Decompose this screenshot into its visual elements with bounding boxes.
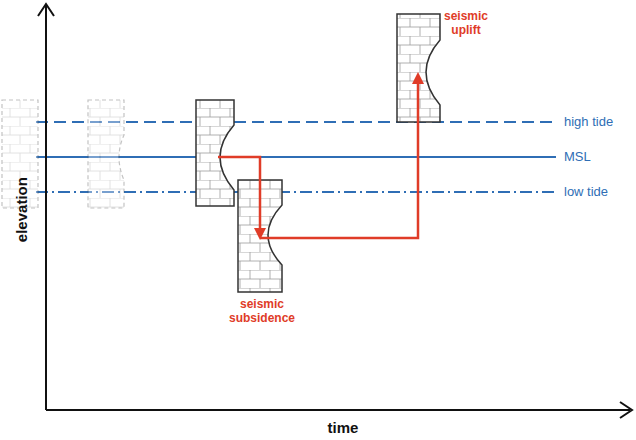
tide-label: high tide xyxy=(562,115,615,130)
uplift-arrow xyxy=(260,82,418,238)
event-label: seismic subsidence xyxy=(220,298,304,326)
axis-title: elevation xyxy=(13,177,30,242)
faded-wall xyxy=(88,100,124,208)
y-axis xyxy=(45,6,47,410)
tide-label: low tide xyxy=(562,185,610,200)
event-label: seismic uplift xyxy=(435,10,497,38)
axis-title: time xyxy=(328,419,359,436)
axis-arrow xyxy=(620,402,632,418)
subsidence-arrow xyxy=(218,157,260,230)
axis-arrow xyxy=(38,4,54,16)
notched-wall xyxy=(196,100,234,206)
arrow-head xyxy=(412,72,424,84)
x-axis xyxy=(46,409,630,411)
tide-label: MSL xyxy=(562,150,593,165)
